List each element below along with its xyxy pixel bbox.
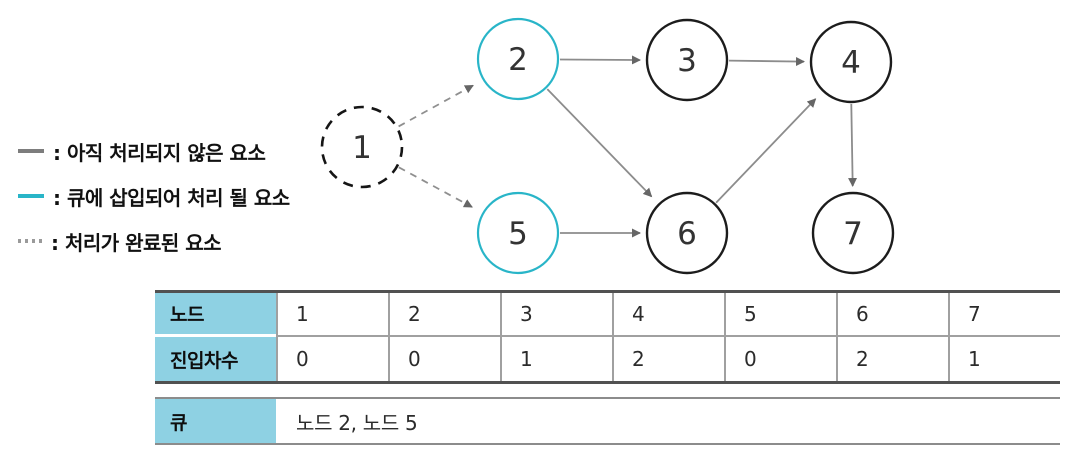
node-5-label: 5 [508,216,528,252]
legend-item-queued: : 큐에 삽입되어 처리 될 요소 [18,183,290,210]
node-cell-4: 4 [612,293,724,337]
node-1-label: 1 [352,130,372,166]
edge-2-6 [546,88,653,198]
edge-4-7 [848,103,858,187]
queue-table: 큐 노드 2, 노드 5 [155,397,1060,445]
indegree-cell-4: 2 [612,337,724,381]
indegree-cell-3: 1 [500,337,612,381]
node-cell-1: 1 [276,293,388,337]
node-cell-3: 3 [500,293,612,337]
edge-6-4 [715,98,817,204]
graph-node-6: 6 [645,191,729,275]
node-cell-5: 5 [724,293,836,337]
edge-1-5 [398,166,473,208]
edge-1-2 [398,84,474,128]
node-2-label: 2 [508,42,528,78]
graph-node-2: 2 [476,17,560,101]
node-cell-2: 2 [388,293,500,337]
queue-header: 큐 [155,399,276,443]
node-3-label: 3 [677,43,697,79]
graph-node-4: 4 [809,20,893,104]
legend: : 아직 처리되지 않은 요소 : 큐에 삽입되어 처리 될 요소 : 처리가 … [18,138,290,273]
indegree-cell-5: 0 [724,337,836,381]
graph-node-3: 3 [645,18,729,102]
legend-label-unprocessed: : 아직 처리되지 않은 요소 [53,140,266,165]
dotted-line-swatch-icon [18,239,42,243]
table-row-indegrees: 진입차수 0 0 1 2 0 2 1 [155,337,1060,381]
table-row-nodes: 노드 1 2 3 4 5 6 7 [155,293,1060,337]
indegree-table: 노드 1 2 3 4 5 6 7 진입차수 0 0 1 2 0 2 1 [155,290,1060,384]
legend-label-done: : 처리가 완료된 요소 [51,230,222,255]
edge-2-3 [559,55,641,65]
indegree-cell-1: 0 [276,337,388,381]
indegree-cell-2: 0 [388,337,500,381]
indegree-cell-6: 2 [836,337,948,381]
node-cell-7: 7 [948,293,1060,337]
legend-item-unprocessed: : 아직 처리되지 않은 요소 [18,138,290,165]
legend-item-done: : 처리가 완료된 요소 [18,228,290,255]
graph-node-7: 7 [811,191,895,275]
indegree-cell-7: 1 [948,337,1060,381]
indegree-row-header: 진입차수 [155,337,276,381]
node-6-label: 6 [677,216,697,252]
node-row-header: 노드 [155,293,276,337]
node-4-label: 4 [841,45,861,81]
cyan-line-swatch-icon [18,194,44,198]
graph-node-5: 5 [476,191,560,275]
queue-value: 노드 2, 노드 5 [296,410,418,435]
node-cell-6: 6 [836,293,948,337]
gray-line-swatch-icon [18,149,44,153]
node-7-label: 7 [843,216,863,252]
edge-3-4 [728,56,805,66]
graph-canvas: 1 2 3 4 5 6 7 [320,17,895,275]
graph-node-1: 1 [320,105,404,189]
legend-label-queued: : 큐에 삽입되어 처리 될 요소 [53,185,290,210]
